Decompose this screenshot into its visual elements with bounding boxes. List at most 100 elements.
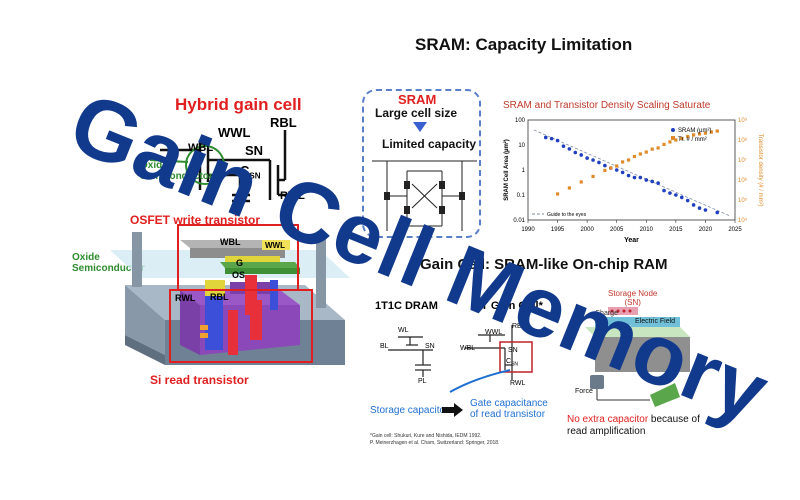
legend-tr-marker — [671, 136, 675, 140]
sram-data-point — [668, 191, 672, 195]
footnote-2: P. Meinerzhagen et al. Cham, Switzerland… — [370, 440, 500, 446]
chart-plot-frame — [527, 119, 736, 221]
gain-cell-subtitle: Gain Cell: SRAM-like On-chip RAM — [420, 256, 668, 273]
dram-circuit — [388, 336, 433, 377]
sram-data-point — [697, 206, 702, 210]
transistor-data-point — [632, 154, 637, 159]
sram-capacity-title: SRAM: Capacity Limitation — [415, 35, 633, 54]
sram-data-point — [597, 160, 601, 165]
transistor-data-point — [715, 129, 719, 133]
chart-x-tick-label: 2020 — [699, 227, 713, 233]
chart-x-tick-label: 1990 — [521, 227, 535, 233]
sram-data-point — [591, 158, 595, 162]
chart-y-right-tick-label: 10⁴ — [738, 217, 748, 224]
sram-data-point — [567, 147, 572, 151]
sram-box-line2: Limited capacity — [382, 137, 477, 151]
chart-x-tick-label: 2010 — [640, 227, 654, 233]
gain-csn-label: CSN — [506, 358, 519, 368]
dram-title: 1T1C DRAM — [375, 300, 438, 312]
electric-field-label: Electric Field — [635, 318, 676, 325]
sram-data-point — [620, 170, 625, 175]
stack-os-label: OS — [232, 270, 246, 280]
osfet-write-transistor-label: OSFET write transistor — [130, 213, 261, 227]
hybrid-gain-cell-title: Hybrid gain cell — [175, 95, 302, 114]
legend-sram-label: SRAM (µm²) — [678, 128, 711, 134]
chart-y-right-tick-label: 10⁹ — [738, 117, 748, 124]
sram-box-line1: Large cell size — [375, 106, 458, 120]
transistor-data-point — [591, 174, 595, 179]
no-extra-capacitor-caption: No extra capacitor because of read ampli… — [567, 414, 700, 437]
transistor-data-point — [621, 160, 625, 164]
chart-y-left-tick-label: 0.01 — [513, 218, 525, 224]
chart-guide-line — [533, 129, 730, 216]
transistor-data-point — [674, 138, 678, 142]
storage-node-illustration — [585, 307, 690, 407]
gain-wbl-label: WBL — [460, 345, 476, 352]
transistor-data-point — [644, 150, 648, 154]
sram-6t-circuit — [372, 160, 477, 231]
transistor-data-point — [615, 164, 619, 168]
transistor-data-point — [692, 133, 696, 137]
transistor-data-point — [567, 186, 571, 190]
stack-rwl-label: RWL — [175, 293, 196, 303]
charge-label: Charge — [595, 310, 618, 317]
right-arrow-icon — [442, 407, 454, 413]
device-3d-illustration — [110, 224, 350, 365]
sram-data-point — [674, 193, 678, 197]
transistor-data-point — [697, 132, 702, 136]
sram-data-point — [561, 144, 566, 148]
chart-x-tick-label: 2025 — [728, 227, 742, 233]
sram-data-point — [691, 203, 696, 207]
hybrid-gain-cell-schematic — [149, 130, 290, 203]
sram-data-point — [632, 175, 637, 180]
si-read-transistor-label: Si read transistor — [150, 373, 249, 387]
transistor-data-point — [709, 130, 713, 134]
legend-guide-label: Guide to the eyes — [547, 212, 587, 218]
sram-data-point — [685, 198, 690, 203]
chart-y-right-tick-label: 10⁶ — [738, 177, 748, 184]
storage-node-label: Storage Node (SN) — [608, 289, 658, 307]
sn-label: SN — [245, 143, 264, 158]
chart-x-tick-label: 2000 — [580, 227, 594, 233]
dram-wl-label: WL — [398, 327, 409, 334]
sram-data-point — [603, 163, 607, 168]
oxide-semiconductor-side-label: Oxide Semiconductor — [72, 252, 145, 274]
rbl-label: RBL — [270, 115, 297, 130]
transistor-data-point — [638, 152, 642, 156]
chart-y-right-tick-label: 10⁸ — [738, 137, 748, 144]
dram-bl-label: BL — [380, 343, 389, 350]
transistor-data-point — [668, 140, 672, 144]
chart-x-tick-label: 1995 — [551, 227, 565, 233]
sram-box — [362, 89, 481, 238]
stack-wbl-label: WBL — [220, 237, 241, 247]
transistor-data-point — [609, 166, 613, 170]
chart-x-axis-label: Year — [624, 237, 639, 244]
oxide-semiconductor-label: Oxide Semiconductor — [140, 160, 213, 182]
chart-title: SRAM and Transistor Density Scaling Satu… — [503, 100, 711, 111]
down-arrow-icon — [413, 122, 427, 132]
chart-y-left-tick-label: 10 — [518, 143, 525, 149]
legend-tr-label: Tr. # / mm² — [678, 137, 707, 143]
chart-y-right-axis-label: Transistor density (# / mm²) — [757, 133, 763, 206]
sram-data-point — [679, 195, 684, 200]
sram-data-point — [626, 173, 631, 178]
sram-data-point — [656, 181, 660, 185]
transistor-data-point — [686, 134, 690, 139]
wbl-label: WBL — [188, 142, 214, 154]
sram-data-point — [573, 150, 578, 155]
sram-data-point — [555, 138, 560, 143]
chart-y-left-tick-label: 1 — [522, 168, 526, 174]
gain-cell-title: 2T Gain Cell* — [475, 300, 543, 312]
transistor-data-point — [656, 146, 660, 150]
transistor-data-point — [555, 192, 560, 196]
chart-x-tick-label: 2005 — [610, 227, 624, 233]
stack-g-label: G — [236, 258, 244, 268]
sram-data-point — [703, 208, 708, 212]
storage-capacitor-caption: Storage capacitor — [370, 405, 449, 416]
transistor-data-point — [680, 136, 684, 141]
gate-capacitance-caption: Gate capacitance of read transistor — [470, 398, 548, 420]
transistor-data-point — [579, 180, 583, 184]
sram-data-point — [543, 135, 548, 140]
force-label: Force — [575, 388, 593, 395]
